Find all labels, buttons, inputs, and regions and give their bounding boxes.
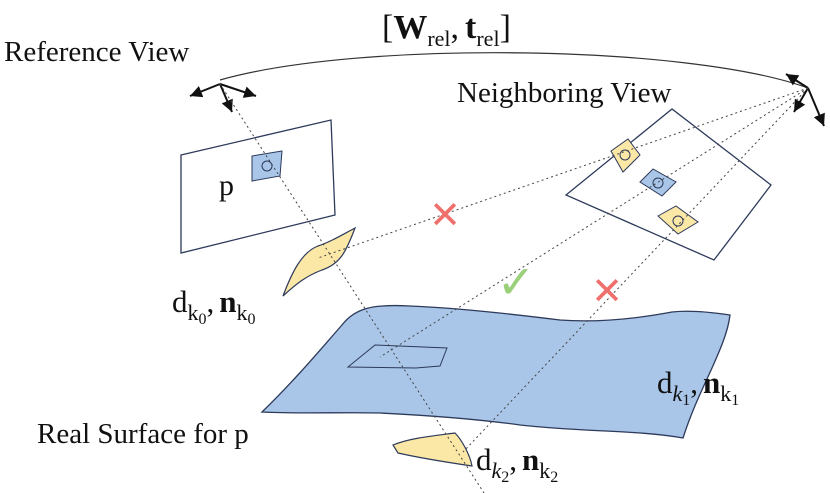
reference-pixel-patch — [251, 150, 283, 182]
mismatch-cross-k0: ✕ — [429, 195, 461, 237]
svg-text:dk1,nk1: dk1,nk1 — [657, 365, 739, 409]
hypothesis-k1-label: dk1,nk1 — [657, 365, 739, 409]
neighboring-view-label: Neighboring View — [457, 77, 671, 109]
svg-text:[Wrel,trel]: [Wrel,trel] — [382, 9, 511, 51]
reference-view-label: Reference View — [4, 36, 189, 68]
hypothesis-k0-label: dk0,nk0 — [172, 284, 256, 328]
reference-image-plane — [180, 119, 336, 254]
surface-patch — [346, 344, 448, 369]
neighbor-patch-bottom-circle — [672, 215, 684, 227]
reference-pixel-circle — [261, 160, 273, 172]
real-surface-label: Real Surface for p — [37, 418, 249, 450]
hypothesis-patch-k2 — [392, 432, 473, 467]
neighbor-patch-top-circle — [619, 149, 631, 161]
reference-camera-axes — [189, 83, 257, 113]
neighbor-patch-bottom — [657, 205, 699, 235]
mismatch-cross-k2: ✕ — [591, 271, 623, 313]
relative-pose-label: [Wrel,trel] — [382, 9, 511, 51]
pixel-label: p — [219, 169, 234, 202]
neighboring-camera-axes — [785, 73, 825, 127]
match-check-k1: ✓ — [497, 257, 536, 308]
relative-pose-arc — [219, 52, 809, 89]
real-surface — [260, 304, 731, 439]
hypothesis-patch-k0 — [282, 226, 357, 297]
neighbor-patch-middle-circle — [652, 177, 664, 189]
svg-text:dk0,nk0: dk0,nk0 — [172, 284, 256, 328]
ray-lines — [219, 83, 809, 493]
hypothesis-k2-label: dk2,nk2 — [476, 442, 558, 486]
svg-text:dk2,nk2: dk2,nk2 — [476, 442, 558, 486]
neighbor-patch-top — [610, 138, 641, 173]
neighbor-patch-middle — [639, 168, 677, 197]
